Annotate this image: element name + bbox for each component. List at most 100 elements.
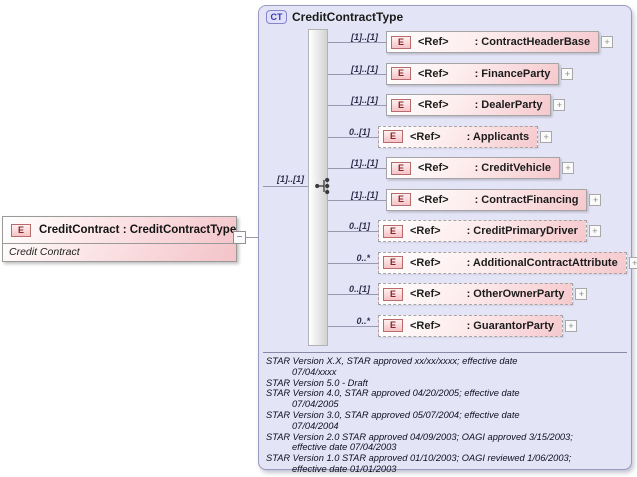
element-icon: E bbox=[391, 67, 411, 80]
expand-button[interactable]: + bbox=[562, 162, 574, 174]
connector-line bbox=[328, 231, 378, 232]
connector-line bbox=[328, 199, 386, 201]
element-box[interactable]: E <Ref> : Applicants bbox=[378, 125, 539, 148]
element-icon: E bbox=[383, 224, 403, 238]
version-history-line: 07/04/2004 bbox=[292, 420, 339, 431]
element-box[interactable]: E <Ref> : AdditionalContractAttribute bbox=[378, 251, 627, 274]
cardinality-label: 0..[1] bbox=[348, 284, 370, 294]
root-element-title: CreditContract : CreditContractType bbox=[39, 224, 237, 236]
element-box[interactable]: E <Ref> : ContractHeaderBase bbox=[386, 31, 600, 53]
element-ref-label: <Ref> bbox=[418, 162, 449, 174]
element-row: 0..[1] E <Ref> : Applicants + bbox=[328, 125, 633, 148]
cardinality-label: [1]..[1] bbox=[351, 32, 378, 42]
connector-line bbox=[328, 294, 378, 295]
element-icon: E bbox=[391, 35, 411, 49]
root-element-annotation: Credit Contract bbox=[9, 246, 80, 258]
connector-line bbox=[328, 168, 386, 169]
cardinality-label: 0..[1] bbox=[348, 126, 370, 137]
element-name: : CreditPrimaryDriver bbox=[466, 225, 578, 237]
cardinality-label: 0..[1] bbox=[348, 221, 370, 231]
element-icon: E bbox=[383, 287, 403, 301]
expand-button[interactable]: + bbox=[540, 130, 553, 143]
element-ref-label: <Ref> bbox=[418, 99, 449, 111]
element-row: 0..* E <Ref> : AdditionalContractAttribu… bbox=[328, 251, 637, 274]
element-icon: E bbox=[11, 223, 31, 237]
expand-button[interactable]: + bbox=[553, 99, 566, 111]
element-ref-label: <Ref> bbox=[418, 67, 449, 80]
version-history-line: STAR Version 2.0 STAR approved 04/09/200… bbox=[266, 431, 573, 442]
element-icon: E bbox=[383, 256, 403, 269]
element-name: : OtherOwnerParty bbox=[466, 288, 565, 300]
version-history-line: STAR Version 3.0, STAR approved 05/07/20… bbox=[266, 409, 520, 420]
element-ref-label: <Ref> bbox=[418, 36, 449, 48]
collapse-button[interactable]: − bbox=[233, 231, 246, 244]
element-row: [1]..[1] E <Ref> : FinanceParty + bbox=[328, 62, 633, 85]
root-element-box[interactable]: E CreditContract : CreditContractType Cr… bbox=[2, 216, 237, 262]
version-history-line: STAR Version X.X, STAR approved xx/xx/xx… bbox=[266, 356, 518, 366]
expand-button[interactable]: + bbox=[575, 288, 588, 300]
root-element-title-row: E CreditContract : CreditContractType bbox=[3, 217, 236, 243]
element-icon: E bbox=[383, 130, 403, 143]
element-box[interactable]: E <Ref> : FinanceParty bbox=[386, 62, 560, 85]
expand-button[interactable]: + bbox=[588, 225, 601, 237]
connector-line bbox=[328, 105, 386, 106]
element-row: 0..[1] E <Ref> : CreditPrimaryDriver + bbox=[328, 220, 633, 242]
element-ref-label: <Ref> bbox=[410, 225, 441, 237]
element-box[interactable]: E <Ref> : CreditVehicle bbox=[386, 157, 560, 179]
complex-type-title: CreditContractType bbox=[292, 10, 404, 24]
version-history-line: STAR Version 5.0 - Draft bbox=[266, 377, 368, 388]
element-name: : AdditionalContractAttribute bbox=[466, 256, 618, 269]
element-name: : ContractFinancing bbox=[474, 193, 579, 206]
element-box[interactable]: E <Ref> : OtherOwnerParty bbox=[378, 283, 574, 305]
expand-button[interactable]: + bbox=[589, 193, 602, 206]
connector-line bbox=[328, 73, 386, 75]
connector-line bbox=[328, 325, 378, 327]
version-history-line: STAR Version 1.0 STAR approved 01/10/200… bbox=[266, 453, 572, 464]
element-icon: E bbox=[391, 98, 411, 112]
element-name: : Applicants bbox=[466, 130, 530, 143]
element-box[interactable]: E <Ref> : DealerParty bbox=[386, 94, 552, 116]
expand-button[interactable]: + bbox=[628, 256, 637, 269]
version-history-line: effective date 01/01/2003 bbox=[292, 463, 397, 474]
element-name: : ContractHeaderBase bbox=[474, 36, 591, 48]
connector-line bbox=[263, 186, 308, 187]
expand-button[interactable]: + bbox=[565, 319, 577, 332]
element-ref-label: <Ref> bbox=[418, 193, 449, 206]
sequence-compositor-icon bbox=[315, 177, 330, 195]
expand-button[interactable]: + bbox=[561, 67, 574, 80]
element-row: [1]..[1] E <Ref> : ContractFinancing + bbox=[328, 188, 633, 211]
divider bbox=[3, 243, 236, 244]
element-icon: E bbox=[391, 161, 411, 175]
element-ref-label: <Ref> bbox=[410, 288, 441, 300]
divider bbox=[263, 352, 627, 353]
element-name: : DealerParty bbox=[474, 99, 543, 111]
element-icon: E bbox=[391, 193, 411, 206]
element-name: : FinanceParty bbox=[474, 67, 551, 80]
element-icon: E bbox=[383, 319, 403, 332]
element-box[interactable]: E <Ref> : GuarantorParty bbox=[378, 314, 563, 337]
cardinality-label: [1]..[1] bbox=[351, 189, 378, 200]
connector-line bbox=[328, 136, 378, 138]
version-history: STAR Version X.X, STAR approved xx/xx/xx… bbox=[266, 356, 627, 475]
compositor-cardinality: [1]..[1] bbox=[277, 174, 304, 184]
cardinality-label: [1]..[1] bbox=[351, 95, 378, 105]
element-ref-label: <Ref> bbox=[410, 319, 441, 332]
element-box[interactable]: E <Ref> : CreditPrimaryDriver bbox=[378, 220, 587, 242]
version-history-line: effective date 07/04/2003 bbox=[292, 442, 397, 453]
cardinality-label: [1]..[1] bbox=[351, 63, 378, 74]
cardinality-label: 0..* bbox=[356, 252, 370, 263]
complex-type-badge: CT bbox=[266, 10, 287, 24]
cardinality-label: [1]..[1] bbox=[351, 158, 378, 168]
cardinality-label: 0..* bbox=[356, 315, 370, 326]
element-row: 0..[1] E <Ref> : OtherOwnerParty + bbox=[328, 283, 633, 305]
element-ref-label: <Ref> bbox=[410, 130, 441, 143]
connector-line bbox=[246, 237, 258, 238]
expand-button[interactable]: + bbox=[601, 36, 614, 48]
element-box[interactable]: E <Ref> : ContractFinancing bbox=[386, 188, 588, 211]
version-history-line: STAR Version 4.0, STAR approved 04/20/20… bbox=[266, 388, 520, 399]
element-name: : GuarantorParty bbox=[466, 319, 554, 332]
connector-line bbox=[328, 42, 386, 43]
complex-type-panel: CT CreditContractType [1]..[1] [1]..[1] … bbox=[258, 5, 637, 474]
element-row: [1]..[1] E <Ref> : CreditVehicle + bbox=[328, 157, 633, 179]
element-ref-label: <Ref> bbox=[410, 256, 441, 269]
